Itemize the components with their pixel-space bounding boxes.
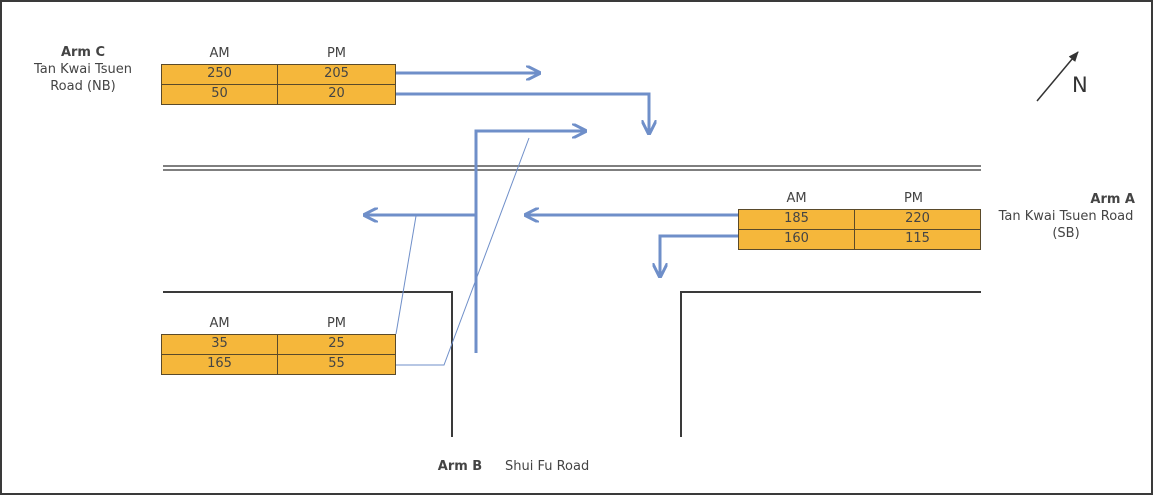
arm-b-title-text: Arm B xyxy=(437,459,483,474)
arm-a-road-name-2: (SB) xyxy=(1052,226,1080,241)
arm-b-title: Arm B xyxy=(430,458,490,475)
north-arrow-icon xyxy=(1036,51,1079,102)
flow-arrow-c-right xyxy=(396,92,649,132)
arm-c-pm-right: 20 xyxy=(277,84,396,105)
arm-a-label: Arm A Tan Kwai Tsuen Road (SB) xyxy=(982,191,1150,242)
arm-a-pm-right: 115 xyxy=(854,229,981,250)
arm-b-am-right: 165 xyxy=(161,354,278,375)
arm-a-am-header: AM xyxy=(786,191,807,206)
leader-line-right-turn xyxy=(396,137,530,366)
kerb-left xyxy=(163,291,453,437)
north-label: N xyxy=(1072,73,1088,97)
arm-c-am-through: 250 xyxy=(161,64,278,85)
arm-c-road-name-1: Tan Kwai Tsuen xyxy=(33,62,133,77)
arm-a-road-name-1: Tan Kwai Tsuen Road xyxy=(998,209,1134,224)
arm-c-road-name-2: Road (NB) xyxy=(50,79,116,94)
arm-a-am-right: 160 xyxy=(738,229,855,250)
arm-a-am-through: 185 xyxy=(738,209,855,230)
arm-c-label: Arm C Tan Kwai Tsuen Road (NB) xyxy=(28,44,138,95)
flow-arrow-a-right xyxy=(660,234,738,275)
arm-a-pm-header: PM xyxy=(903,191,924,206)
arm-b-road-name: Shui Fu Road xyxy=(505,459,590,474)
arm-a-pm-through: 220 xyxy=(854,209,981,230)
arm-c-pm-header: PM xyxy=(326,46,347,61)
arm-b-pm-left: 25 xyxy=(277,334,396,355)
arm-c-am-right: 50 xyxy=(161,84,278,105)
arm-b-am-header: AM xyxy=(209,316,230,331)
arm-b-pm-right: 55 xyxy=(277,354,396,375)
arm-c-title: Arm C xyxy=(60,45,106,60)
arm-b-am-left: 35 xyxy=(161,334,278,355)
arm-c-pm-through: 205 xyxy=(277,64,396,85)
arm-b-pm-header: PM xyxy=(326,316,347,331)
flow-arrow-b-right xyxy=(474,131,584,353)
leader-line-left-turn xyxy=(395,215,417,335)
kerb-right xyxy=(680,291,981,437)
arm-c-am-header: AM xyxy=(209,46,230,61)
arm-a-title: Arm A xyxy=(1090,192,1135,207)
